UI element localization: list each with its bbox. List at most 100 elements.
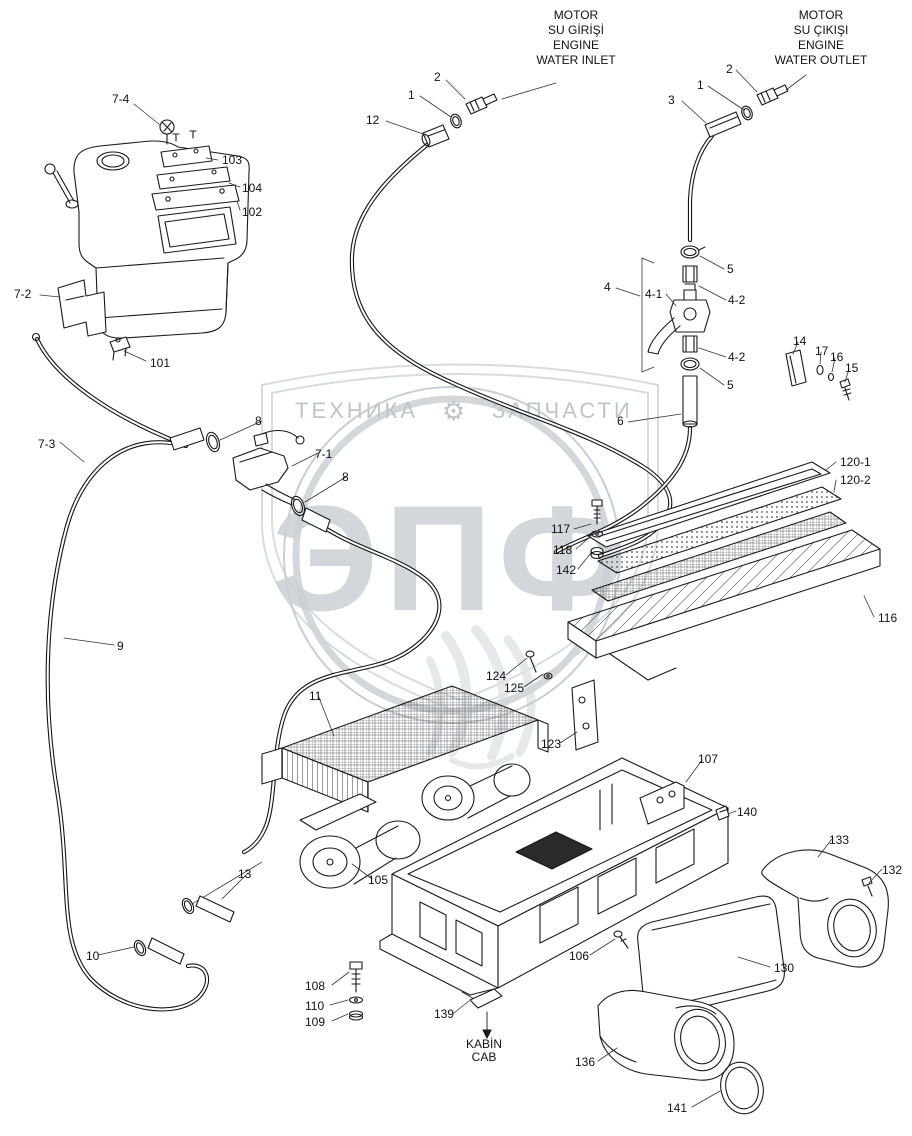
inlet-fittings <box>421 93 498 148</box>
part-label-14: 14 <box>793 334 807 348</box>
part-label-4-1: 4-1 <box>645 287 663 301</box>
fastener-stack-108 <box>348 961 364 1021</box>
part-label-3: 3 <box>668 93 675 107</box>
cap-7-4 <box>159 119 175 145</box>
part-label-104: 104 <box>242 181 263 195</box>
part-label-5: 5 <box>727 378 734 392</box>
part-label-7-1: 7-1 <box>315 447 333 461</box>
part-label-120-2: 120-2 <box>840 473 871 487</box>
hose-9 <box>45 440 210 1012</box>
plate-103 <box>160 130 213 168</box>
part-label-11: 11 <box>309 689 322 703</box>
part-label-4-2: 4-2 <box>728 350 746 364</box>
caption-line: ENGINE <box>797 38 844 52</box>
screw-132 <box>861 876 873 897</box>
hose-valve-to-blower <box>241 519 442 855</box>
plate-102 <box>151 184 240 211</box>
leader-lines <box>39 69 883 1108</box>
part-label-141: 141 <box>667 1101 688 1115</box>
part-label-103: 103 <box>222 153 243 167</box>
part-label-1: 1 <box>408 88 415 102</box>
part-label-4: 4 <box>604 280 611 294</box>
part-label-106: 106 <box>569 949 590 963</box>
part-label-118: 118 <box>553 543 573 557</box>
valve-stack <box>647 245 711 428</box>
heater-core <box>261 685 549 813</box>
engine-water-outlet-caption: MOTOR SU ÇIKIŞI ENGINE WATER OUTLET <box>754 8 888 68</box>
part-label-124: 124 <box>486 669 507 683</box>
part-label-142: 142 <box>556 563 577 577</box>
part-label-130: 130 <box>774 961 795 975</box>
watermark-left-text: ТЕХНИКА <box>295 398 418 423</box>
small-parts-14-17 <box>785 349 852 401</box>
caption-line: WATER INLET <box>536 53 616 67</box>
part-label-105: 105 <box>368 873 389 887</box>
filter-frame-120-1 <box>587 461 831 548</box>
blowers <box>299 763 531 889</box>
bracket-123 <box>571 679 599 751</box>
tray-116 <box>567 529 881 681</box>
hose-outlet-down <box>553 133 715 555</box>
caption-line: MOTOR <box>553 8 599 22</box>
part-label-108: 108 <box>305 979 326 993</box>
watermark-big-text: ЭПФ <box>272 474 633 642</box>
caption-line: WATER OUTLET <box>774 53 868 67</box>
part-label-13: 13 <box>238 867 252 881</box>
part-label-139: 139 <box>434 1007 455 1021</box>
part-label-120-1: 120-1 <box>840 455 871 469</box>
pin-140 <box>715 805 730 821</box>
part-label-9: 9 <box>117 639 124 653</box>
part-label-107: 107 <box>698 752 719 766</box>
filter-element-120-2 <box>597 486 842 574</box>
part-label-5: 5 <box>727 262 734 276</box>
part-label-15: 15 <box>845 361 859 375</box>
ducts <box>597 849 889 1115</box>
part-label-6: 6 <box>617 414 624 428</box>
caption-line: KABİN <box>465 1037 502 1051</box>
o-ring-141 <box>720 1061 764 1115</box>
screw-106 <box>613 930 629 949</box>
filter-panels <box>567 461 881 681</box>
part-label-2: 2 <box>726 62 733 76</box>
caption-line: CAB <box>471 1050 497 1064</box>
part-label-2: 2 <box>434 70 441 84</box>
filter-mesh <box>591 511 847 602</box>
part-label-7-4: 7-4 <box>112 92 130 106</box>
valve-4-1 <box>647 289 711 355</box>
plate-139 <box>461 988 503 1039</box>
console-assembly <box>44 119 250 361</box>
part-label-133: 133 <box>829 833 850 847</box>
part-label-123: 123 <box>541 737 562 751</box>
part-label-10: 10 <box>86 949 100 963</box>
hose-pieces-13-10 <box>133 861 263 965</box>
caption-line: MOTOR <box>798 8 844 22</box>
caption-line: SU ÇIKIŞI <box>793 23 849 37</box>
part-label-8: 8 <box>342 470 349 484</box>
caption-line: ENGINE <box>552 38 599 52</box>
part-label-109: 109 <box>305 1015 326 1029</box>
part-label-12: 12 <box>366 113 380 127</box>
part-label-4-2: 4-2 <box>728 293 746 307</box>
plate-104 <box>156 166 231 190</box>
caption-line: SU GİRİŞİ <box>547 23 604 37</box>
valve-7-1-group <box>169 427 331 533</box>
bracket-7-2 <box>57 279 107 337</box>
part-label-1: 1 <box>697 78 704 92</box>
console-lever <box>44 163 79 209</box>
part-label-7-3: 7-3 <box>38 437 56 451</box>
bracket-140-mount <box>639 781 685 825</box>
gear-icon: ⚙ <box>442 396 468 426</box>
part-label-116: 116 <box>878 611 898 625</box>
part-label-16: 16 <box>830 350 844 364</box>
part-label-7-2: 7-2 <box>14 287 32 301</box>
part-label-125: 125 <box>504 681 525 695</box>
screws-124-125 <box>525 650 553 680</box>
part-label-140: 140 <box>737 805 758 819</box>
cab-caption: KABİN CAB <box>450 1038 518 1064</box>
part-label-17: 17 <box>815 344 829 358</box>
part-label-102: 102 <box>242 205 263 219</box>
engine-water-inlet-caption: MOTOR SU GİRİŞİ ENGINE WATER INLET <box>516 8 636 68</box>
duct-133 <box>761 849 889 968</box>
part-label-136: 136 <box>575 1055 596 1069</box>
